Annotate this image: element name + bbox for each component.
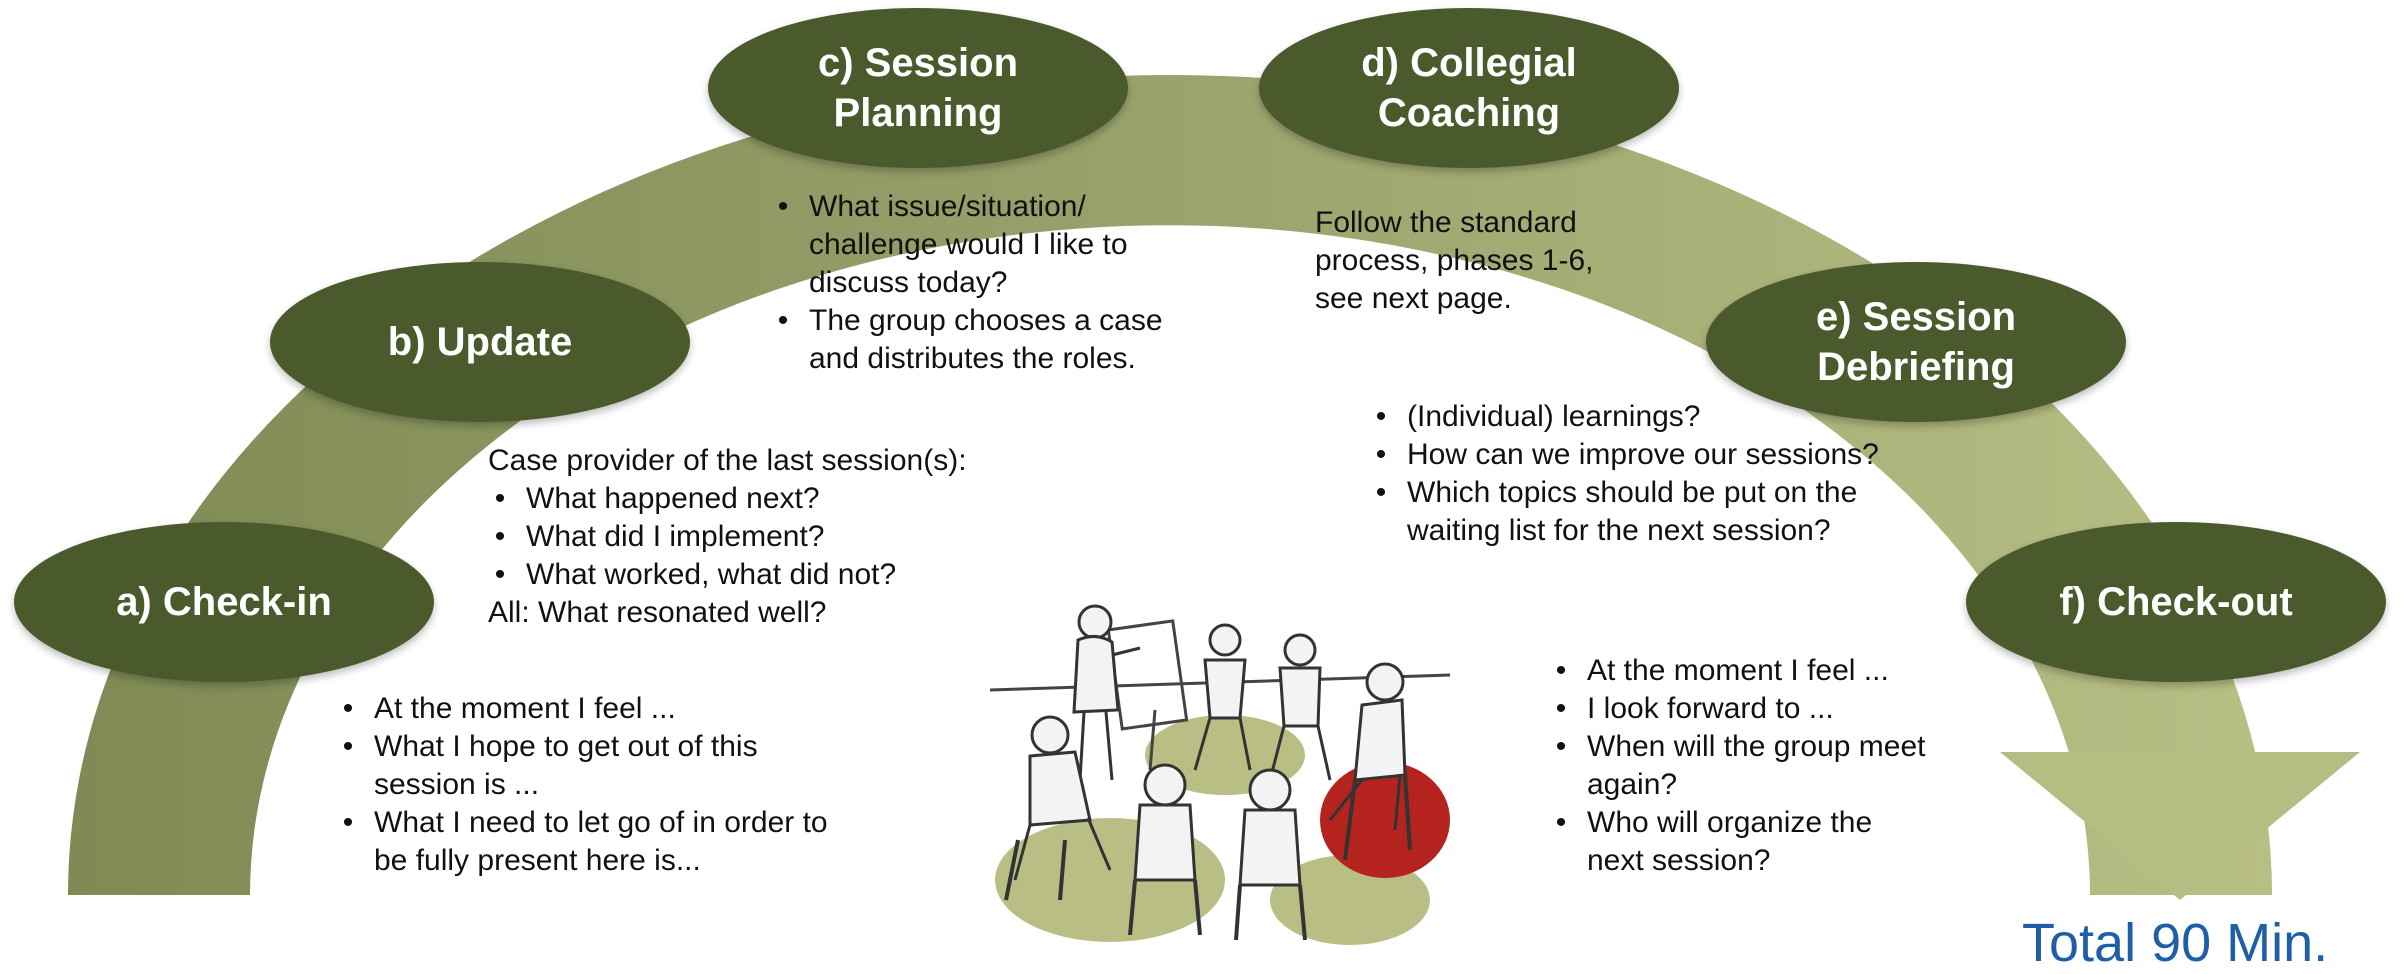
list-item: The group chooses a case and distributes… (771, 302, 1201, 378)
step-f-label: f) Check-out (2059, 580, 2293, 624)
list-item: What did I implement? (488, 518, 1048, 556)
update-outro: All: What resonated well? (488, 596, 827, 629)
step-d-label-line2: Coaching (1377, 91, 1561, 135)
update-prompts: Case provider of the last session(s): Wh… (488, 442, 1048, 632)
list-item: What I need to let go of in order to be … (336, 804, 856, 880)
planning-prompts: What issue/situation/ challenge would I … (771, 188, 1201, 378)
step-a-label: a) Check-in (116, 580, 332, 624)
step-c-session-planning: c) Session Planning (708, 8, 1128, 168)
list-item: At the moment I feel ... (336, 690, 856, 728)
list-item: What I hope to get out of this session i… (336, 728, 856, 804)
list-item: At the moment I feel ... (1549, 652, 1929, 690)
list-item: Who will organize the next session? (1549, 804, 1929, 880)
group-illustration (989, 604, 1451, 945)
process-arc (68, 75, 2272, 895)
step-b-update: b) Update (270, 262, 690, 422)
step-c-label-line1: c) Session (817, 41, 1019, 85)
list-item: How can we improve our sessions? (1369, 436, 1929, 474)
step-e-label-line2: Debriefing (1817, 345, 2015, 389)
step-d-label-line1: d) Collegial (1361, 41, 1577, 85)
list-item: What worked, what did not? (488, 556, 1048, 594)
update-intro: Case provider of the last session(s): (488, 444, 967, 477)
total-duration: Total 90 Min. (2022, 913, 2329, 973)
list-item: (Individual) learnings? (1369, 398, 1929, 436)
arrow-head (2000, 752, 2360, 900)
step-c-label-line2: Planning (833, 91, 1003, 135)
check-out-prompts: At the moment I feel ... I look forward … (1549, 652, 1929, 880)
list-item: I look forward to ... (1549, 690, 1929, 728)
list-item: Which topics should be put on the waitin… (1369, 474, 1929, 550)
debriefing-prompts: (Individual) learnings? How can we impro… (1369, 398, 1929, 550)
step-e-session-debriefing: e) Session Debriefing (1706, 262, 2126, 422)
coaching-description: Follow the standard process, phases 1-6,… (1315, 206, 1594, 315)
coaching-text: Follow the standard process, phases 1-6,… (1315, 204, 1645, 318)
list-item: When will the group meet again? (1549, 728, 1929, 804)
step-f-check-out: f) Check-out (1966, 522, 2386, 682)
step-a-check-in: a) Check-in (14, 522, 434, 682)
list-item: What issue/situation/ challenge would I … (771, 188, 1201, 302)
step-b-label: b) Update (387, 320, 573, 364)
step-e-label-line1: e) Session (1815, 295, 2017, 339)
step-d-collegial-coaching: d) Collegial Coaching (1259, 8, 1679, 168)
check-in-prompts: At the moment I feel ... What I hope to … (336, 690, 856, 880)
list-item: What happened next? (488, 480, 1048, 518)
